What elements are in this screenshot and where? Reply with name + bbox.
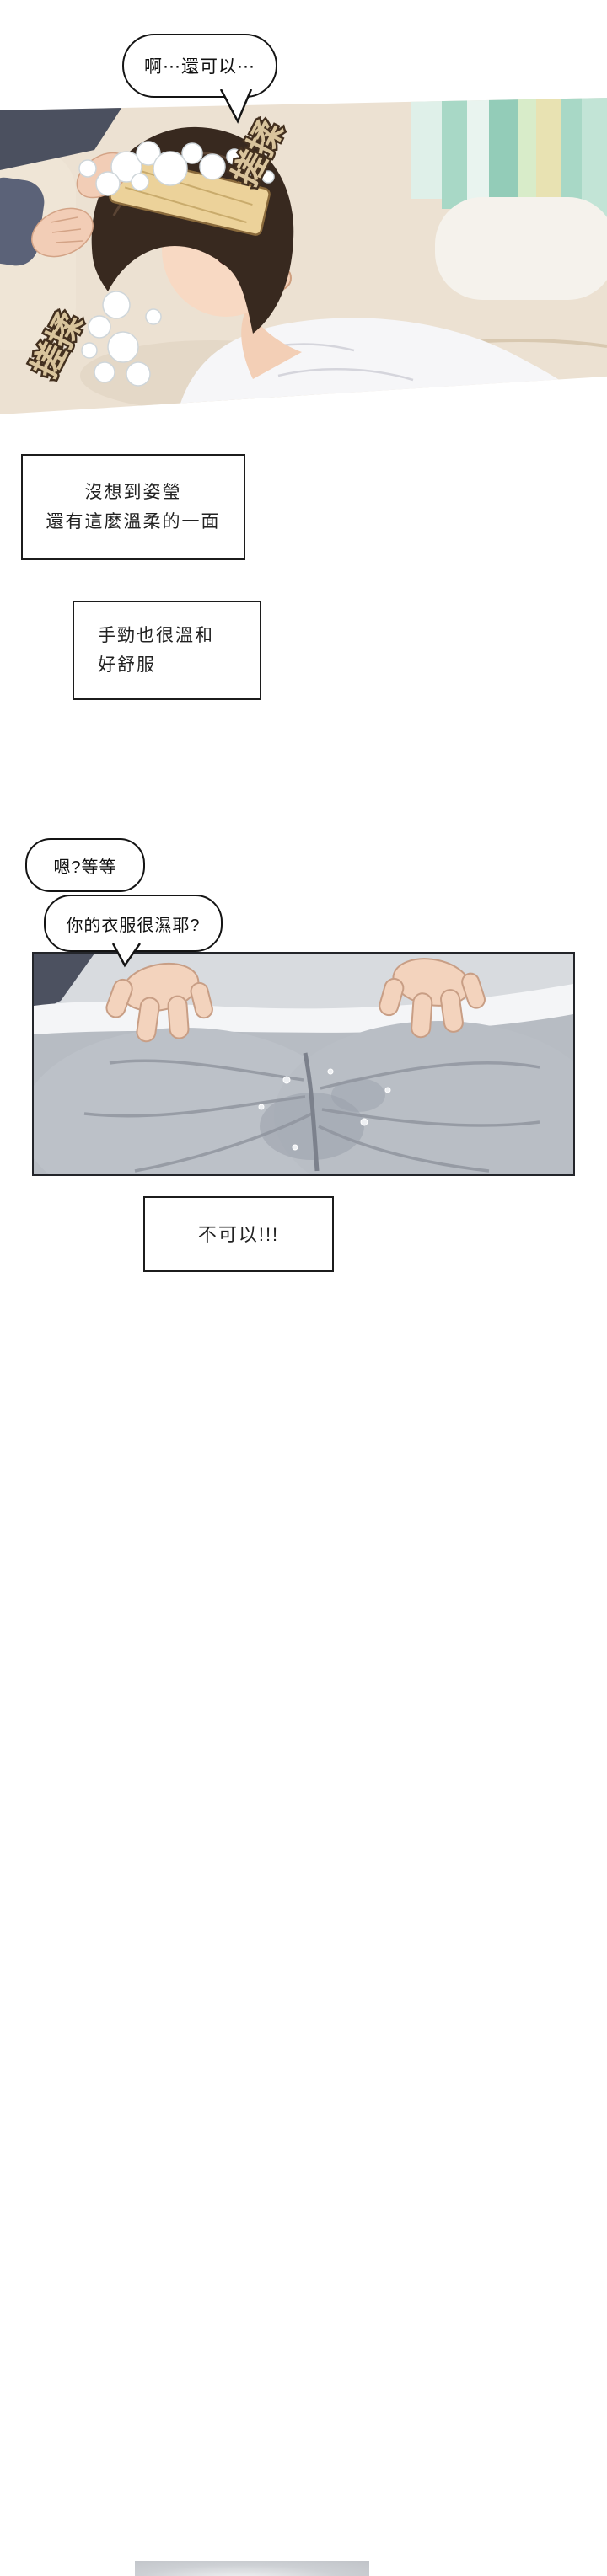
foam-left [81, 291, 162, 387]
caption-box-1: 沒想到姿瑩 還有這麼溫柔的一面 [21, 454, 245, 560]
speech-bubble-wet-text: 你的衣服很濕耶? [66, 916, 201, 935]
towel-blindfold [109, 155, 271, 236]
speech-bubble-top-text: 啊⋯還可以⋯ [144, 57, 255, 77]
wet-patch-2 [331, 1078, 385, 1112]
speech-bubble-top-tail [219, 89, 253, 124]
panel-wet-pants-art [34, 954, 573, 1174]
speech-bubble-wet: 你的衣服很濕耶? [44, 895, 223, 952]
panel-hairwash-art: 搓揉 搓揉 [0, 98, 607, 414]
caption-3-text: 不可以!!! [197, 1223, 280, 1245]
speech-bubble-wet-tail [111, 943, 142, 968]
fabric-creases [83, 1059, 540, 1173]
caption-box-3: 不可以!!! [143, 1196, 334, 1272]
speech-bubble-wait-text: 嗯?等等 [53, 858, 117, 877]
dark-sleeve-corner [34, 954, 94, 1014]
pillow [435, 197, 607, 300]
foam-top [78, 141, 275, 196]
panel-wet-pants [32, 952, 575, 1176]
center-seam [303, 1052, 320, 1172]
caption-2-line-1: 手勁也很溫和 [98, 626, 214, 645]
panel-hairwash: 搓揉 搓揉 [0, 98, 607, 414]
speech-bubble-top: 啊⋯還可以⋯ [122, 34, 277, 98]
washer-sleeve [0, 177, 45, 266]
washer-hand-left [31, 207, 94, 258]
water-droplets [258, 1068, 391, 1151]
next-panel-edge [135, 2561, 369, 2576]
caption-1-line-1: 沒想到姿瑩 [84, 483, 182, 502]
caption-2-line-2: 好舒服 [98, 655, 156, 675]
caption-1-line-2: 還有這麼溫柔的一面 [46, 512, 221, 532]
hand-right [379, 958, 486, 1039]
speech-bubble-wait: 嗯?等等 [25, 838, 145, 892]
caption-box-2: 手勁也很溫和 好舒服 [73, 601, 261, 700]
washer-body [0, 98, 128, 170]
hand-left [105, 962, 213, 1043]
